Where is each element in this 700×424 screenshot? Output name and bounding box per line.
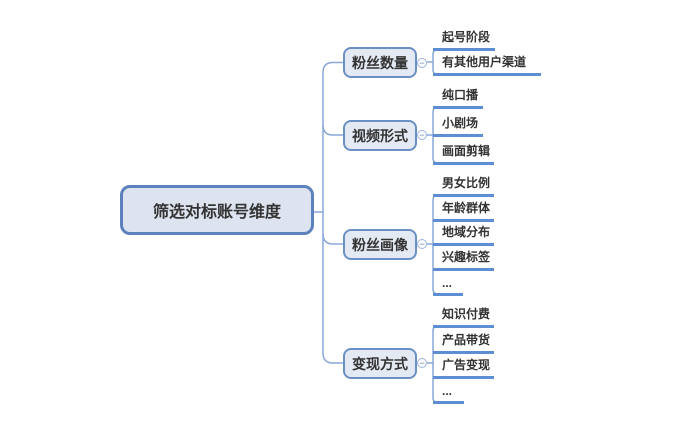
connector-trunk: [322, 61, 343, 364]
leaf-topic[interactable]: 年龄群体: [433, 198, 494, 222]
branch-topic-fans[interactable]: 粉丝数量: [343, 47, 417, 78]
leaf-topic[interactable]: 有其他用户渠道: [433, 52, 541, 76]
root-topic[interactable]: 筛选对标账号维度: [120, 185, 314, 235]
leaf-topic[interactable]: 地域分布: [433, 222, 494, 246]
collapse-toggle-video[interactable]: −: [417, 130, 427, 140]
leaf-topic[interactable]: ...: [433, 380, 464, 404]
connector-branch-video: [322, 124, 343, 136]
leaf-topic[interactable]: 纯口播: [433, 85, 483, 109]
collapse-toggle-fans[interactable]: −: [417, 57, 427, 68]
branch-topic-monetize[interactable]: 变现方式: [343, 348, 417, 379]
leaf-topic[interactable]: 产品带货: [433, 330, 494, 354]
connector-branch-portrait: [322, 233, 343, 245]
leaf-topic[interactable]: 兴趣标签: [433, 247, 494, 271]
leaf-topic[interactable]: 画面剪辑: [433, 141, 494, 165]
leaf-topic[interactable]: 小剧场: [433, 113, 483, 137]
minus-icon: −: [419, 358, 425, 368]
leaf-topic[interactable]: 起号阶段: [433, 27, 495, 51]
collapse-toggle-monetize[interactable]: −: [417, 358, 427, 368]
collapse-toggle-portrait[interactable]: −: [417, 239, 427, 249]
leaf-topic[interactable]: 知识付费: [433, 304, 494, 328]
minus-icon: −: [419, 130, 425, 140]
minus-icon: −: [419, 239, 425, 249]
leaf-topic[interactable]: 男女比例: [433, 173, 494, 197]
minus-icon: −: [419, 57, 425, 68]
leaf-topic[interactable]: 广告变现: [433, 355, 494, 379]
branch-topic-video[interactable]: 视频形式: [343, 120, 417, 151]
branch-topic-portrait[interactable]: 粉丝画像: [343, 229, 417, 260]
leaf-topic[interactable]: ...: [433, 272, 463, 296]
